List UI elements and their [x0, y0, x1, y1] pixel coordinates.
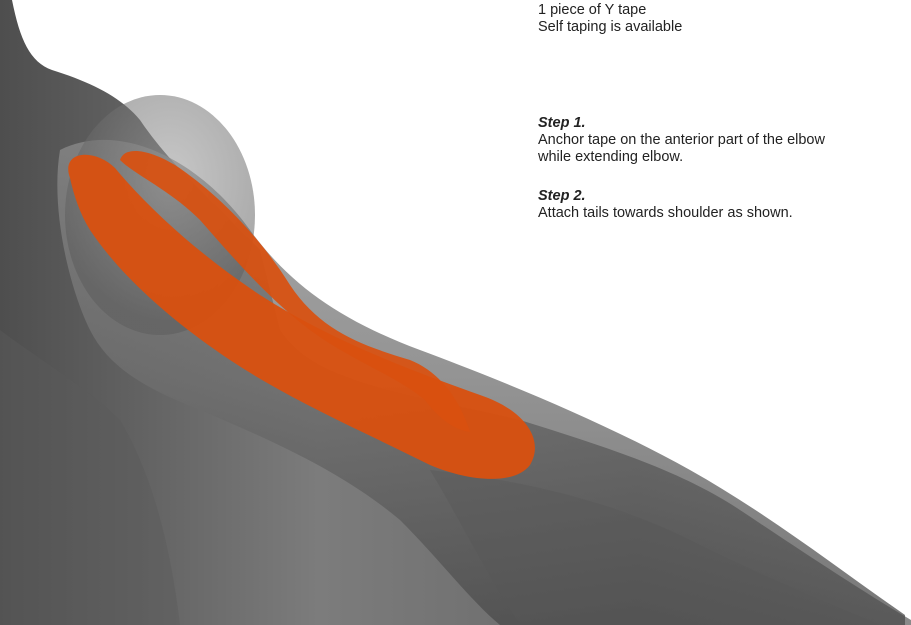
- materials-line-1: 1 piece of Y tape: [538, 2, 682, 19]
- step-1-title: Step 1.: [538, 115, 908, 132]
- step-2: Step 2. Attach tails towards shoulder as…: [538, 188, 908, 222]
- step-2-line-1: Attach tails towards shoulder as shown.: [538, 205, 908, 222]
- step-2-title: Step 2.: [538, 188, 908, 205]
- step-1: Step 1. Anchor tape on the anterior part…: [538, 115, 908, 166]
- step-1-line-2: while extending elbow.: [538, 149, 908, 166]
- materials-block: 1 piece of Y tape Self taping is availab…: [538, 2, 682, 36]
- step-1-line-1: Anchor tape on the anterior part of the …: [538, 132, 908, 149]
- materials-line-2: Self taping is available: [538, 19, 682, 36]
